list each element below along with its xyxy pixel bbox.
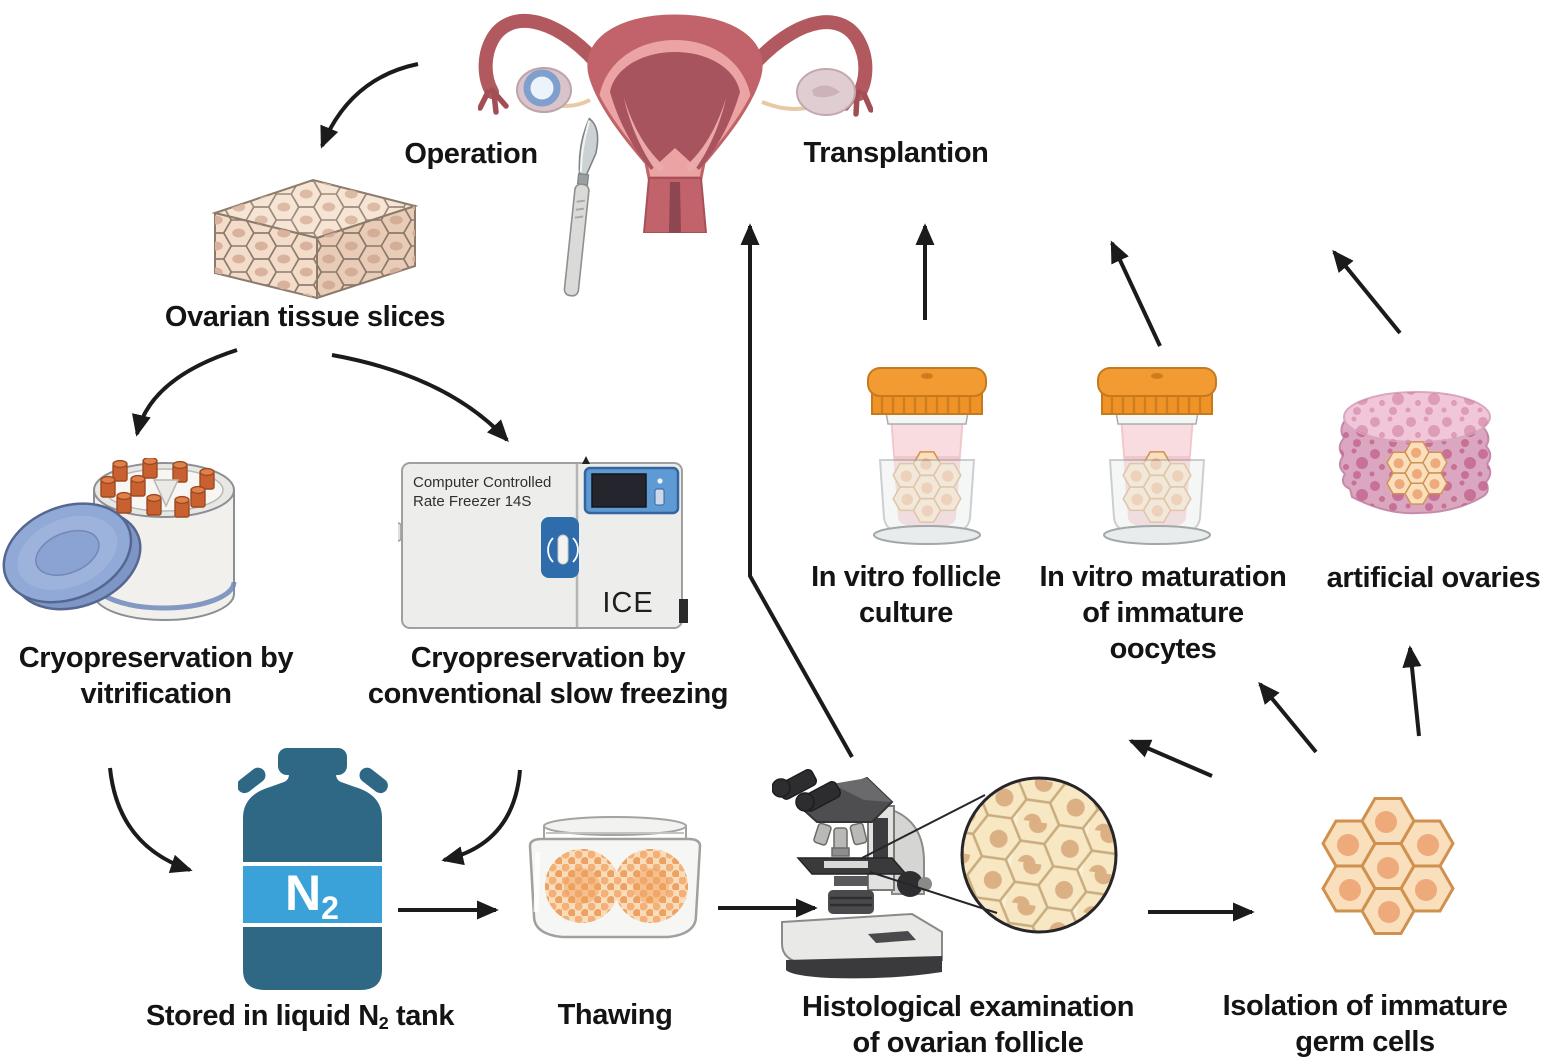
- arrow-isolation-to-ovary: [1402, 645, 1422, 737]
- specimen-jar-maturation-icon: [1097, 367, 1217, 545]
- arrow-uterus-to-tissue: [320, 62, 419, 149]
- label-stored-n2: Stored in liquid N2 tank: [145, 1000, 455, 1033]
- label-operation: Operation: [404, 138, 538, 170]
- vitrification-canister-icon: [2, 458, 237, 621]
- thawing-jar-icon: [528, 816, 702, 939]
- germ-cells-icon: [1318, 794, 1463, 939]
- arrow-ovary-to-transplantation: [1332, 249, 1402, 335]
- label-artificial-ovaries: artificial ovaries: [1326, 562, 1541, 594]
- arrow-freezer-to-tank: [441, 769, 522, 866]
- artificial-ovary-icon: [1338, 391, 1492, 515]
- arrow-ivm-to-transplantation: [1110, 240, 1162, 347]
- arrow-isolation-to-ivm: [1258, 681, 1318, 754]
- eyepieces: [772, 769, 841, 812]
- microscope-icon: [772, 769, 943, 979]
- label-ovarian-tissue: Ovarian tissue slices: [164, 301, 446, 333]
- arrow-vitrification-to-tank: [108, 767, 193, 874]
- tissue-fragment: [614, 849, 688, 923]
- objective-lenses: [813, 822, 868, 857]
- arrow-histology-to-transplantation: [740, 223, 854, 758]
- arrow-tissue-to-vitrification: [132, 348, 238, 437]
- arrow-tissue-to-freezer: [331, 353, 509, 443]
- arrow-isolation-to-folliculture: [1128, 739, 1213, 778]
- specimen-jar-follicle-culture-icon: [867, 367, 987, 545]
- scalpel-icon: [563, 117, 599, 297]
- rate-freezer-icon: Computer Controlled Rate Freezer 14S ICE: [398, 456, 688, 629]
- uterus-icon: [478, 13, 873, 233]
- freezer-ice-label: ICE: [602, 587, 653, 619]
- cryo-vials: [100, 458, 215, 518]
- nitrogen-tank-icon: N2: [238, 748, 388, 990]
- label-thawing: Thawing: [557, 999, 673, 1031]
- tissue-fragment: [545, 849, 619, 923]
- tank-band: [243, 866, 382, 923]
- ovarian-tissue-cube-icon: [211, 178, 419, 300]
- freezer-model-line1: Computer Controlled: [413, 474, 551, 491]
- tank-n2-label: N2: [285, 865, 339, 926]
- canister-lid: [2, 502, 142, 611]
- freezer-model-line2: Rate Freezer 14S: [413, 493, 531, 510]
- label-transplantation: Transplantion: [803, 137, 989, 169]
- follicle-magnified-view: [960, 776, 1118, 934]
- freezer-screen: [591, 473, 647, 508]
